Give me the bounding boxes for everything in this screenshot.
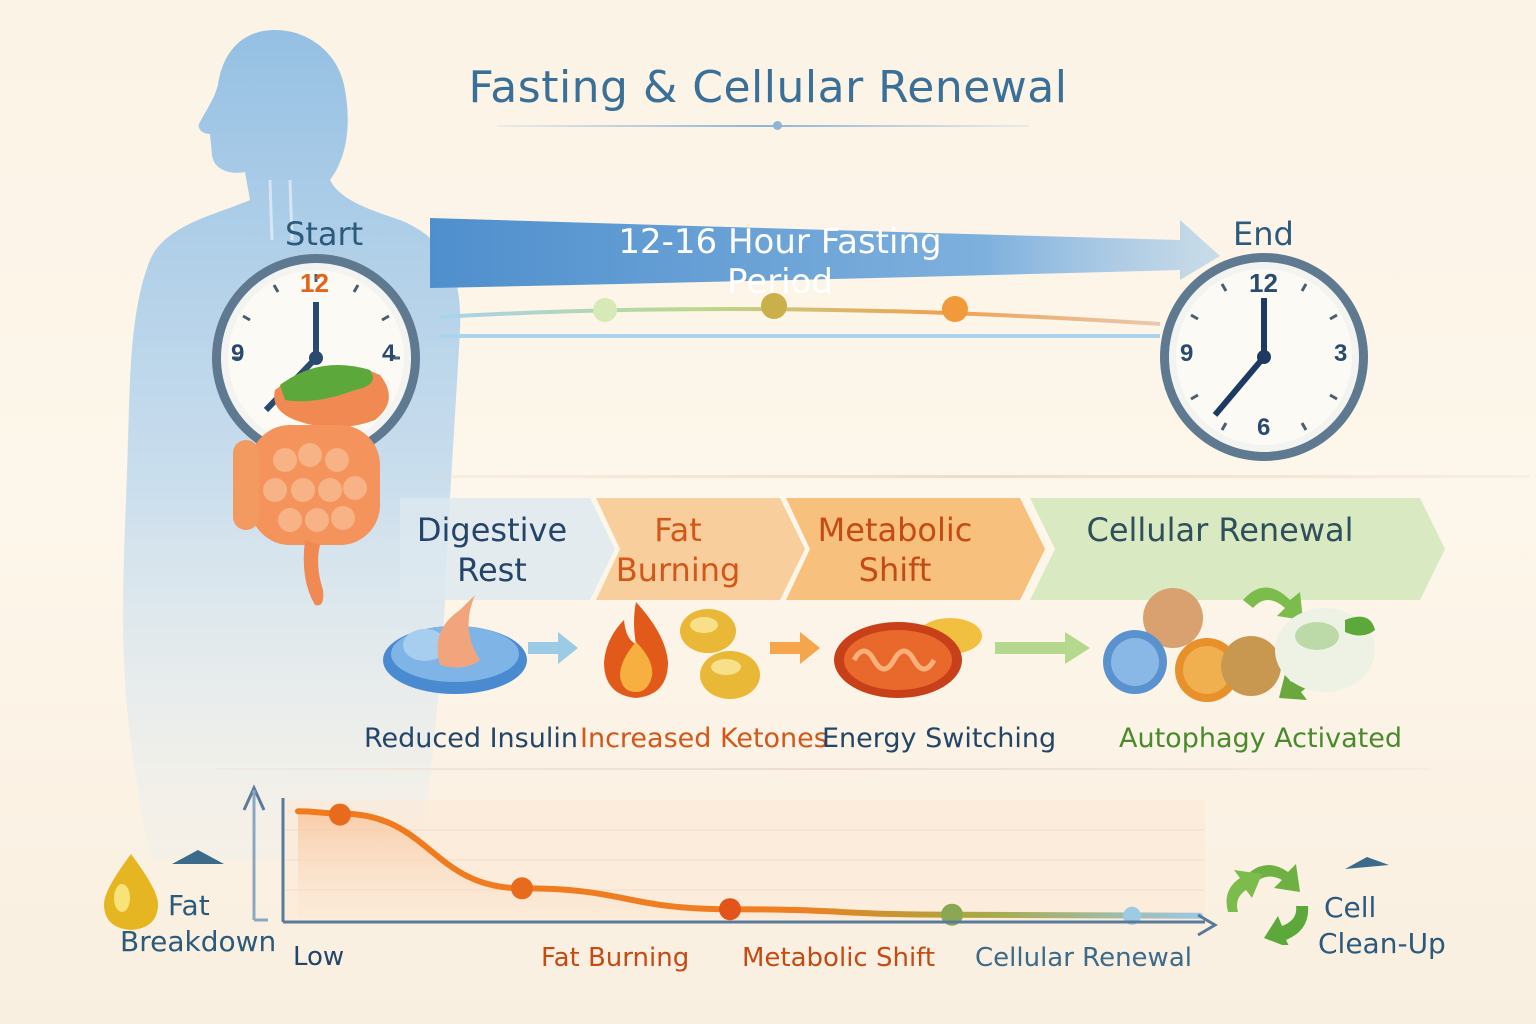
start-label: Start [285, 215, 364, 253]
timeline-dot-3 [942, 296, 968, 322]
stage-title-3: Metabolic Shift [800, 510, 990, 590]
x-tick-label-3: Metabolic Shift [742, 943, 936, 973]
stage-1-line2: Rest [457, 551, 527, 589]
title-divider-dot [773, 121, 782, 130]
stage-2-line2: Burning [615, 551, 741, 589]
chart-divider [215, 768, 1430, 770]
cells-recycle-icon [1103, 587, 1375, 702]
fat-breakdown-label: Fat Breakdown [120, 888, 276, 960]
pancreas-icon [383, 595, 527, 694]
end-label: End [1233, 215, 1294, 253]
stage-2-line1: Fat [654, 511, 702, 549]
chart-point-4 [941, 903, 963, 926]
start-clock-numeral-9: 9 [231, 340, 245, 367]
mitochondria-icon [834, 618, 982, 698]
stage-chevron-1 [400, 498, 615, 600]
stage-title-4: Cellular Renewal [1050, 510, 1390, 550]
arrow-2-icon [770, 632, 820, 664]
page-title: Fasting & Cellular Renewal [468, 62, 1068, 113]
arrow-3-icon [995, 632, 1090, 664]
up-chevron-icon [172, 850, 224, 864]
timeline-dot-2 [761, 293, 787, 319]
fat-breakdown-line2: Breakdown [120, 925, 277, 958]
cell-cleanup-label: Cell Clean-Up [1318, 890, 1446, 962]
chart-point-1 [329, 803, 351, 826]
stage-chevrons [400, 498, 1445, 600]
chart-point-2 [511, 877, 533, 900]
chart-line-series [295, 808, 1203, 919]
stage-4-line1: Cellular Renewal [1086, 511, 1354, 549]
end-clock-numeral-12: 12 [1249, 268, 1278, 298]
fasting-period-arrow [430, 218, 1220, 288]
end-clock-numeral-3: 3 [1334, 340, 1348, 367]
fat-breakdown-line1: Fat [168, 889, 210, 922]
chart-point-5 [1123, 906, 1141, 925]
stage-title-2: Fat Burning [598, 510, 758, 590]
stage-effect-4: Autophagy Activated [1119, 723, 1402, 754]
start-clock-numeral-12: 12 [300, 268, 329, 298]
stage-chevron-3 [786, 498, 1045, 600]
stage-effect-1: Reduced Insulin [364, 723, 578, 754]
chart-x-axis-arrow [1197, 913, 1218, 937]
stage-1-line1: Digestive [416, 511, 568, 549]
fat-breakdown-chart [242, 784, 1218, 937]
ketone-droplets-icon [680, 609, 760, 699]
stage-chevron-4 [1030, 498, 1445, 600]
right-chevron-icon [1345, 857, 1389, 869]
stage-effect-3: Energy Switching [822, 723, 1057, 754]
timeline-dot-1 [593, 298, 617, 322]
end-clock-numeral-6: 6 [1257, 414, 1271, 441]
fat-droplet-icon [104, 854, 158, 930]
digestive-organs-icon [233, 365, 389, 606]
arrow-1-icon [528, 632, 578, 664]
x-tick-label-2: Fat Burning [541, 943, 690, 973]
title-divider [497, 125, 1029, 127]
stage-title-1: Digestive Rest [402, 510, 582, 590]
end-clock-numeral-9: 9 [1180, 340, 1194, 367]
chart-y-axis-arrow [242, 784, 266, 811]
cell-cleanup-line2: Clean-Up [1318, 927, 1446, 960]
recycle-icon [1226, 864, 1309, 945]
x-tick-label-1: Low [293, 942, 345, 972]
flame-icon [604, 602, 668, 698]
x-tick-label-4: Cellular Renewal [975, 943, 1192, 973]
stage-effect-2: Increased Ketones [580, 723, 828, 754]
end-clock-icon [1160, 253, 1368, 461]
stage-3-line2: Shift [858, 551, 932, 589]
section-divider [430, 475, 1530, 478]
stage-chevron-2 [596, 498, 805, 600]
cell-cleanup-line1: Cell [1324, 891, 1377, 924]
start-clock-numeral-4: 4 [382, 340, 396, 367]
timeline-track [439, 293, 1161, 338]
stage-3-line1: Metabolic [817, 511, 973, 549]
chart-point-3 [719, 898, 741, 921]
